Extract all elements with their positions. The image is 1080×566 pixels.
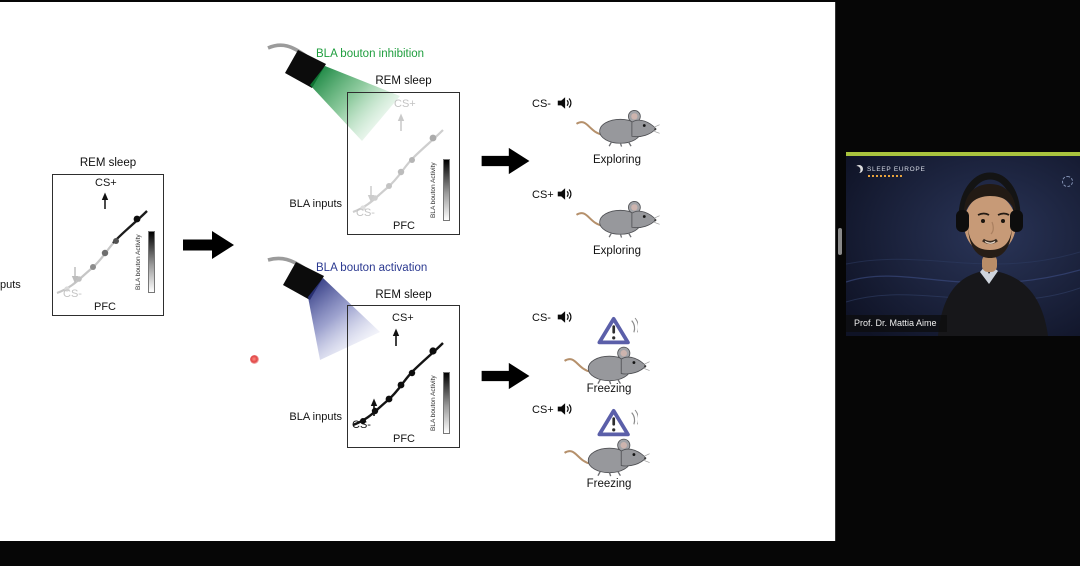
logo-dots-decoration xyxy=(868,175,904,177)
top-panel-title: REM sleep xyxy=(375,75,432,87)
pfc-label: PFC xyxy=(393,220,415,233)
dendrite-plot xyxy=(56,192,148,295)
behavior-label: Exploring xyxy=(593,245,641,257)
behavior-label: Freezing xyxy=(586,383,632,395)
bottom-rem-panel: CS+ CS- PFC BLA bouton Activity xyxy=(347,305,460,448)
cs-minus-label: CS- xyxy=(356,207,375,219)
speaker-icon xyxy=(557,96,574,110)
flow-arrow-icon xyxy=(183,229,235,261)
speaker-icon xyxy=(557,187,574,201)
cue-label: CS+ xyxy=(532,189,554,201)
shared-screen: puts REM sleep CS+ CS- PFC BLA bouton Ac… xyxy=(0,2,836,541)
participant-name-tag: Prof. Dr. Mattia Aime xyxy=(846,315,947,332)
activity-colorbar xyxy=(443,372,450,434)
logo-moon-icon xyxy=(855,165,863,173)
conference-logo: SLEEP EUROPE xyxy=(855,165,926,173)
activation-heading: BLA bouton activation xyxy=(316,262,428,274)
pfc-label: PFC xyxy=(94,301,116,314)
cs-minus-label: CS- xyxy=(63,288,82,300)
colorbar-label: BLA bouton Activity xyxy=(135,234,142,290)
dendrite-plot xyxy=(352,113,444,214)
active-speaker-border xyxy=(846,152,1080,156)
top-rem-panel: CS+ CS- PFC BLA bouton Activity xyxy=(347,92,460,235)
bla-inputs-label: BLA inputs xyxy=(289,198,342,210)
activity-colorbar xyxy=(443,159,450,221)
speaker-video-tile[interactable]: SLEEP EUROPE Prof. Dr. Mattia Aime xyxy=(846,152,1080,336)
inhibition-heading: BLA bouton inhibition xyxy=(316,48,425,60)
cs-plus-label: CS+ xyxy=(394,98,416,110)
mouse-illustration xyxy=(574,99,660,147)
bottom-panel-title: REM sleep xyxy=(375,289,432,301)
colorbar-label: BLA bouton Activity xyxy=(430,162,437,218)
cs-plus-label: CS+ xyxy=(95,177,117,189)
mouse-illustration xyxy=(562,427,650,477)
flow-arrow-icon xyxy=(481,146,531,176)
presenter-person xyxy=(938,172,1048,336)
speaker-icon xyxy=(557,310,574,324)
loading-spinner-icon xyxy=(1062,176,1073,187)
mouse-illustration xyxy=(562,335,650,385)
optic-fiber-blue-icon xyxy=(267,256,380,360)
left-rem-panel: CS+ CS- PFC BLA bouton Activity xyxy=(52,174,164,316)
scrollbar-handle[interactable] xyxy=(838,228,842,255)
webcam-frame xyxy=(846,152,1080,336)
mouse-illustration xyxy=(574,190,660,238)
cue-label: CS+ xyxy=(532,404,554,416)
logo-text: SLEEP EUROPE xyxy=(867,165,926,173)
bla-inputs-cutoff-label: puts xyxy=(0,279,21,291)
flow-arrow-icon xyxy=(481,361,531,391)
cue-label: CS- xyxy=(532,312,551,324)
activity-colorbar xyxy=(148,231,155,293)
colorbar-label: BLA bouton Activity xyxy=(430,375,437,431)
behavior-label: Freezing xyxy=(586,478,632,490)
cs-minus-label: CS- xyxy=(352,419,371,431)
pfc-label: PFC xyxy=(393,433,415,446)
dendrite-plot xyxy=(352,328,444,427)
cue-label: CS- xyxy=(532,98,551,110)
left-panel-title: REM sleep xyxy=(79,157,137,169)
bla-inputs-label: BLA inputs xyxy=(289,411,342,423)
speaker-icon xyxy=(557,402,574,416)
optic-fiber-green-icon xyxy=(267,43,400,141)
laser-pointer-dot xyxy=(250,355,259,364)
behavior-label: Exploring xyxy=(593,154,641,166)
cs-plus-label: CS+ xyxy=(392,312,414,324)
